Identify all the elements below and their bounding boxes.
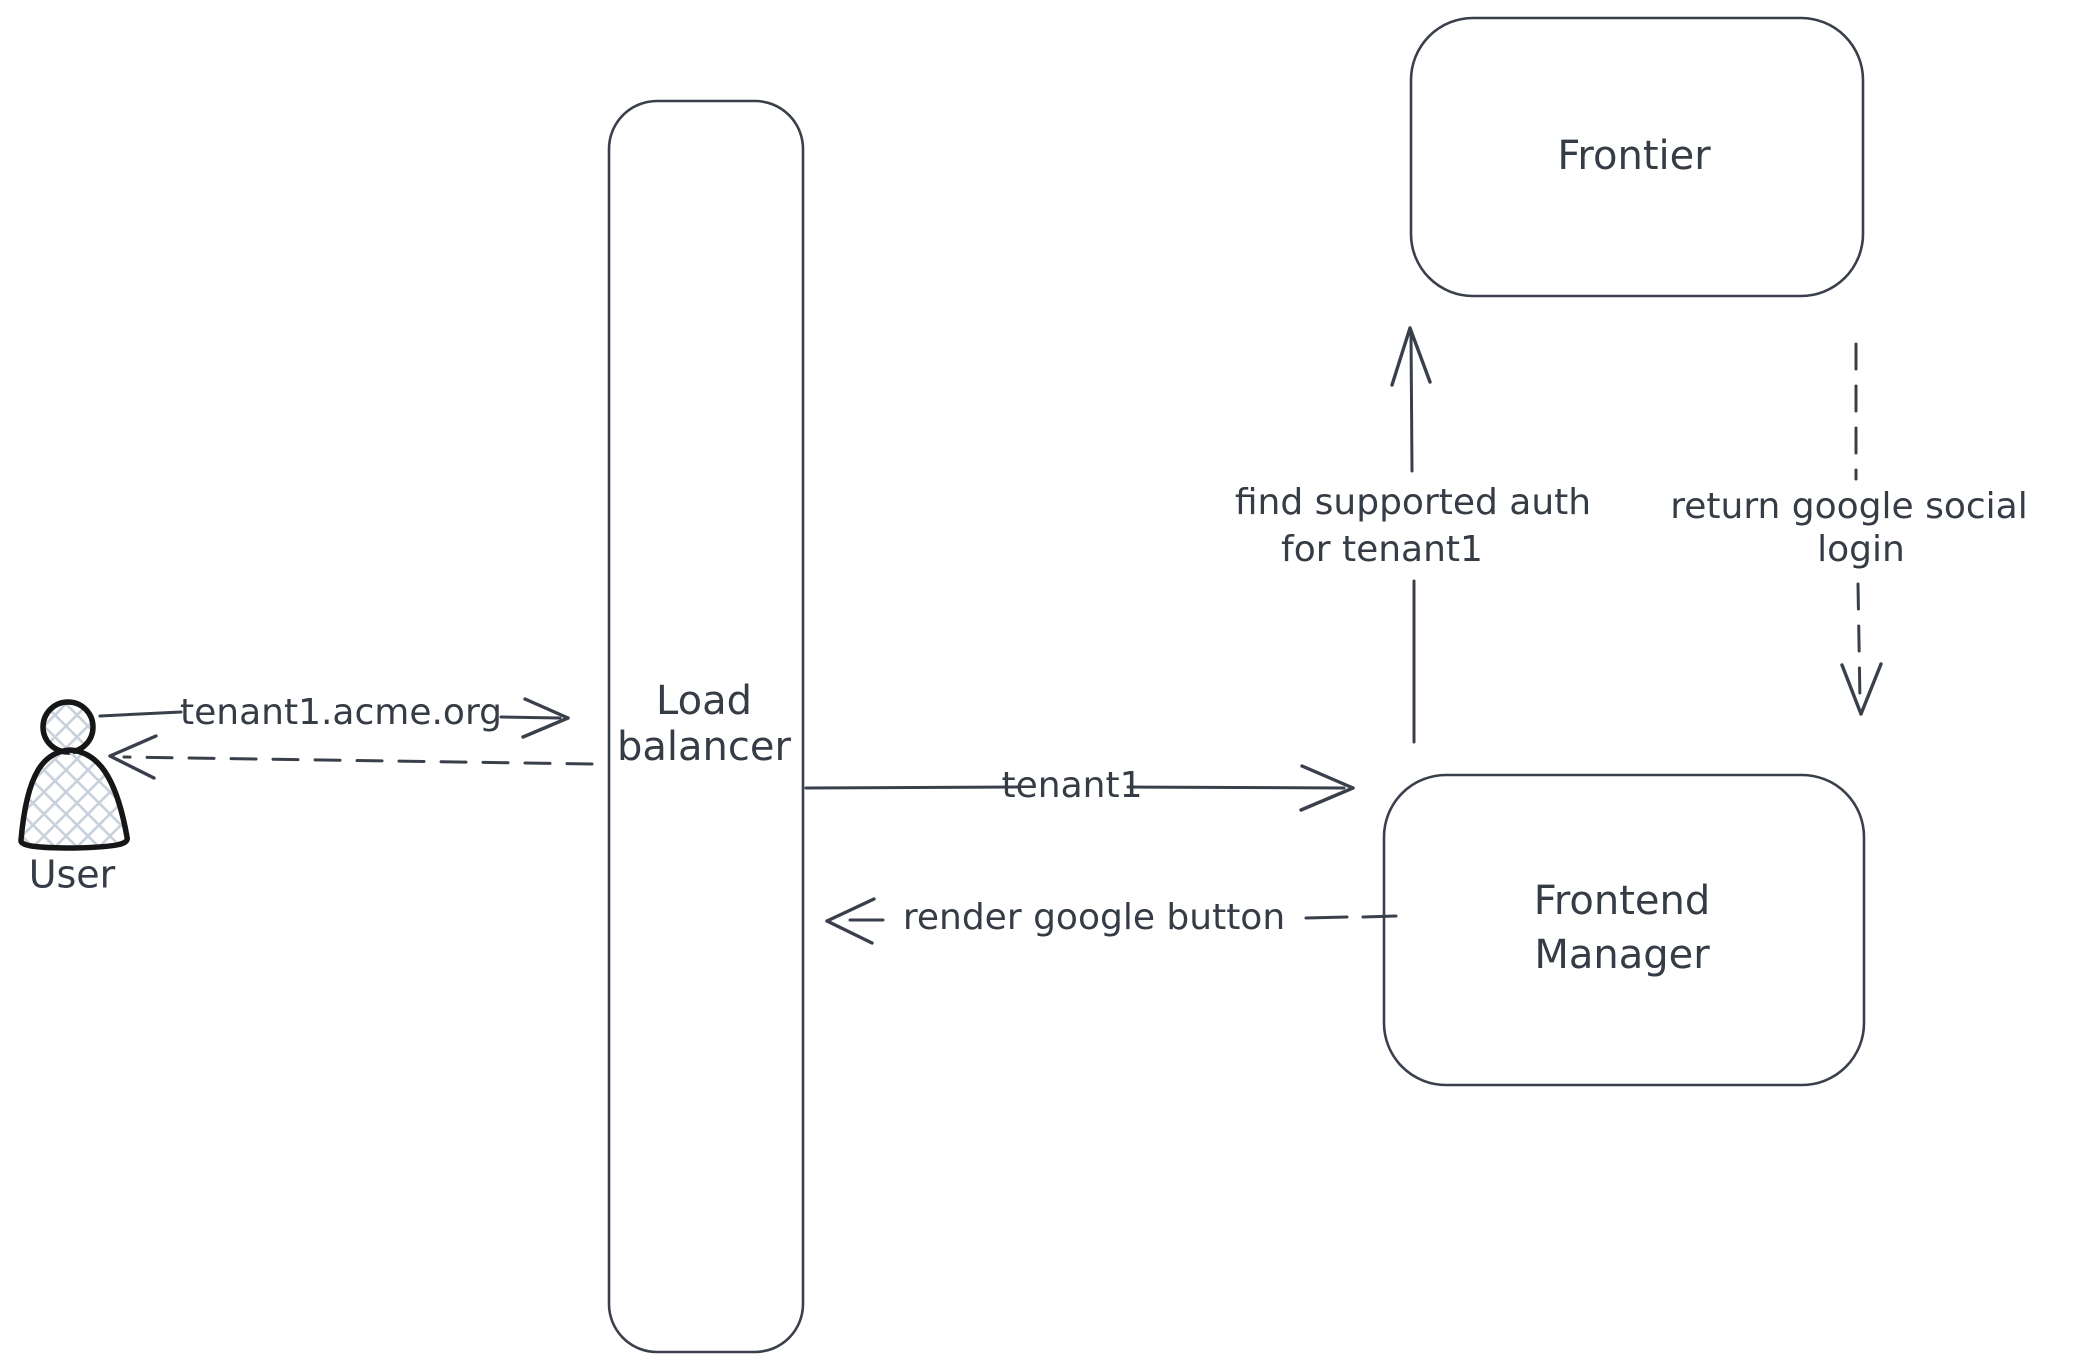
arrow-find-auth-label-line2: for tenant1 (1281, 529, 1483, 570)
arrow-response-head-icon[interactable] (108, 734, 158, 780)
load-balancer-box[interactable] (607, 99, 805, 1354)
arrow-request[interactable]: tenant1.acme.org (98, 692, 570, 739)
arrow-request-line[interactable] (98, 710, 562, 720)
frontier-box[interactable] (1409, 16, 1865, 298)
arrow-render-label: render google button (903, 897, 1285, 938)
arrow-find-supported-auth[interactable]: find supported auth for tenant1 (1235, 326, 1591, 744)
arrow-return-line[interactable] (1854, 342, 1862, 703)
arrow-render-head-icon[interactable] (825, 897, 876, 945)
arrow-request-head-icon[interactable] (521, 697, 570, 739)
arrow-find-auth-head-icon[interactable] (1390, 326, 1432, 387)
load-balancer-label-line1: Load (656, 678, 752, 724)
arrow-return-head-icon[interactable] (1840, 662, 1883, 716)
arrow-render-line-right[interactable] (1304, 914, 1398, 920)
frontend-manager-label-line1: Frontend (1534, 878, 1711, 924)
arrow-response[interactable] (108, 734, 594, 780)
arrow-request-label: tenant1.acme.org (180, 692, 502, 733)
arrow-tenant1-head-icon[interactable] (1299, 764, 1355, 812)
node-frontend-manager[interactable]: Frontend Manager (1382, 773, 1866, 1087)
arrow-tenant1-line[interactable] (804, 785, 1346, 790)
frontier-label: Frontier (1557, 133, 1711, 179)
arrow-find-auth-line[interactable] (1409, 331, 1416, 744)
user-label: User (29, 853, 116, 897)
arrow-tenant1[interactable]: tenant1 (804, 764, 1355, 812)
arrow-return-label-line2: login (1817, 529, 1905, 570)
arrow-return-label-line1: return google social (1670, 486, 2028, 527)
user-icon-body[interactable] (18, 747, 130, 851)
load-balancer-label-line2: balancer (617, 724, 791, 770)
user-icon[interactable] (40, 699, 96, 755)
node-frontier[interactable]: Frontier (1409, 16, 1865, 298)
arrow-response-line[interactable] (122, 755, 594, 766)
arrow-tenant1-label: tenant1 (1002, 765, 1143, 806)
arrow-return-google-social-login[interactable]: return google social login (1670, 342, 2028, 716)
user-actor[interactable]: User (18, 699, 130, 897)
arrow-find-auth-label-line1: find supported auth (1235, 482, 1591, 523)
node-load-balancer[interactable]: Load balancer (607, 99, 805, 1354)
frontend-manager-label-line2: Manager (1534, 932, 1710, 978)
frontend-manager-box[interactable] (1382, 773, 1866, 1087)
arrow-render-google-button[interactable]: render google button (825, 897, 1398, 945)
